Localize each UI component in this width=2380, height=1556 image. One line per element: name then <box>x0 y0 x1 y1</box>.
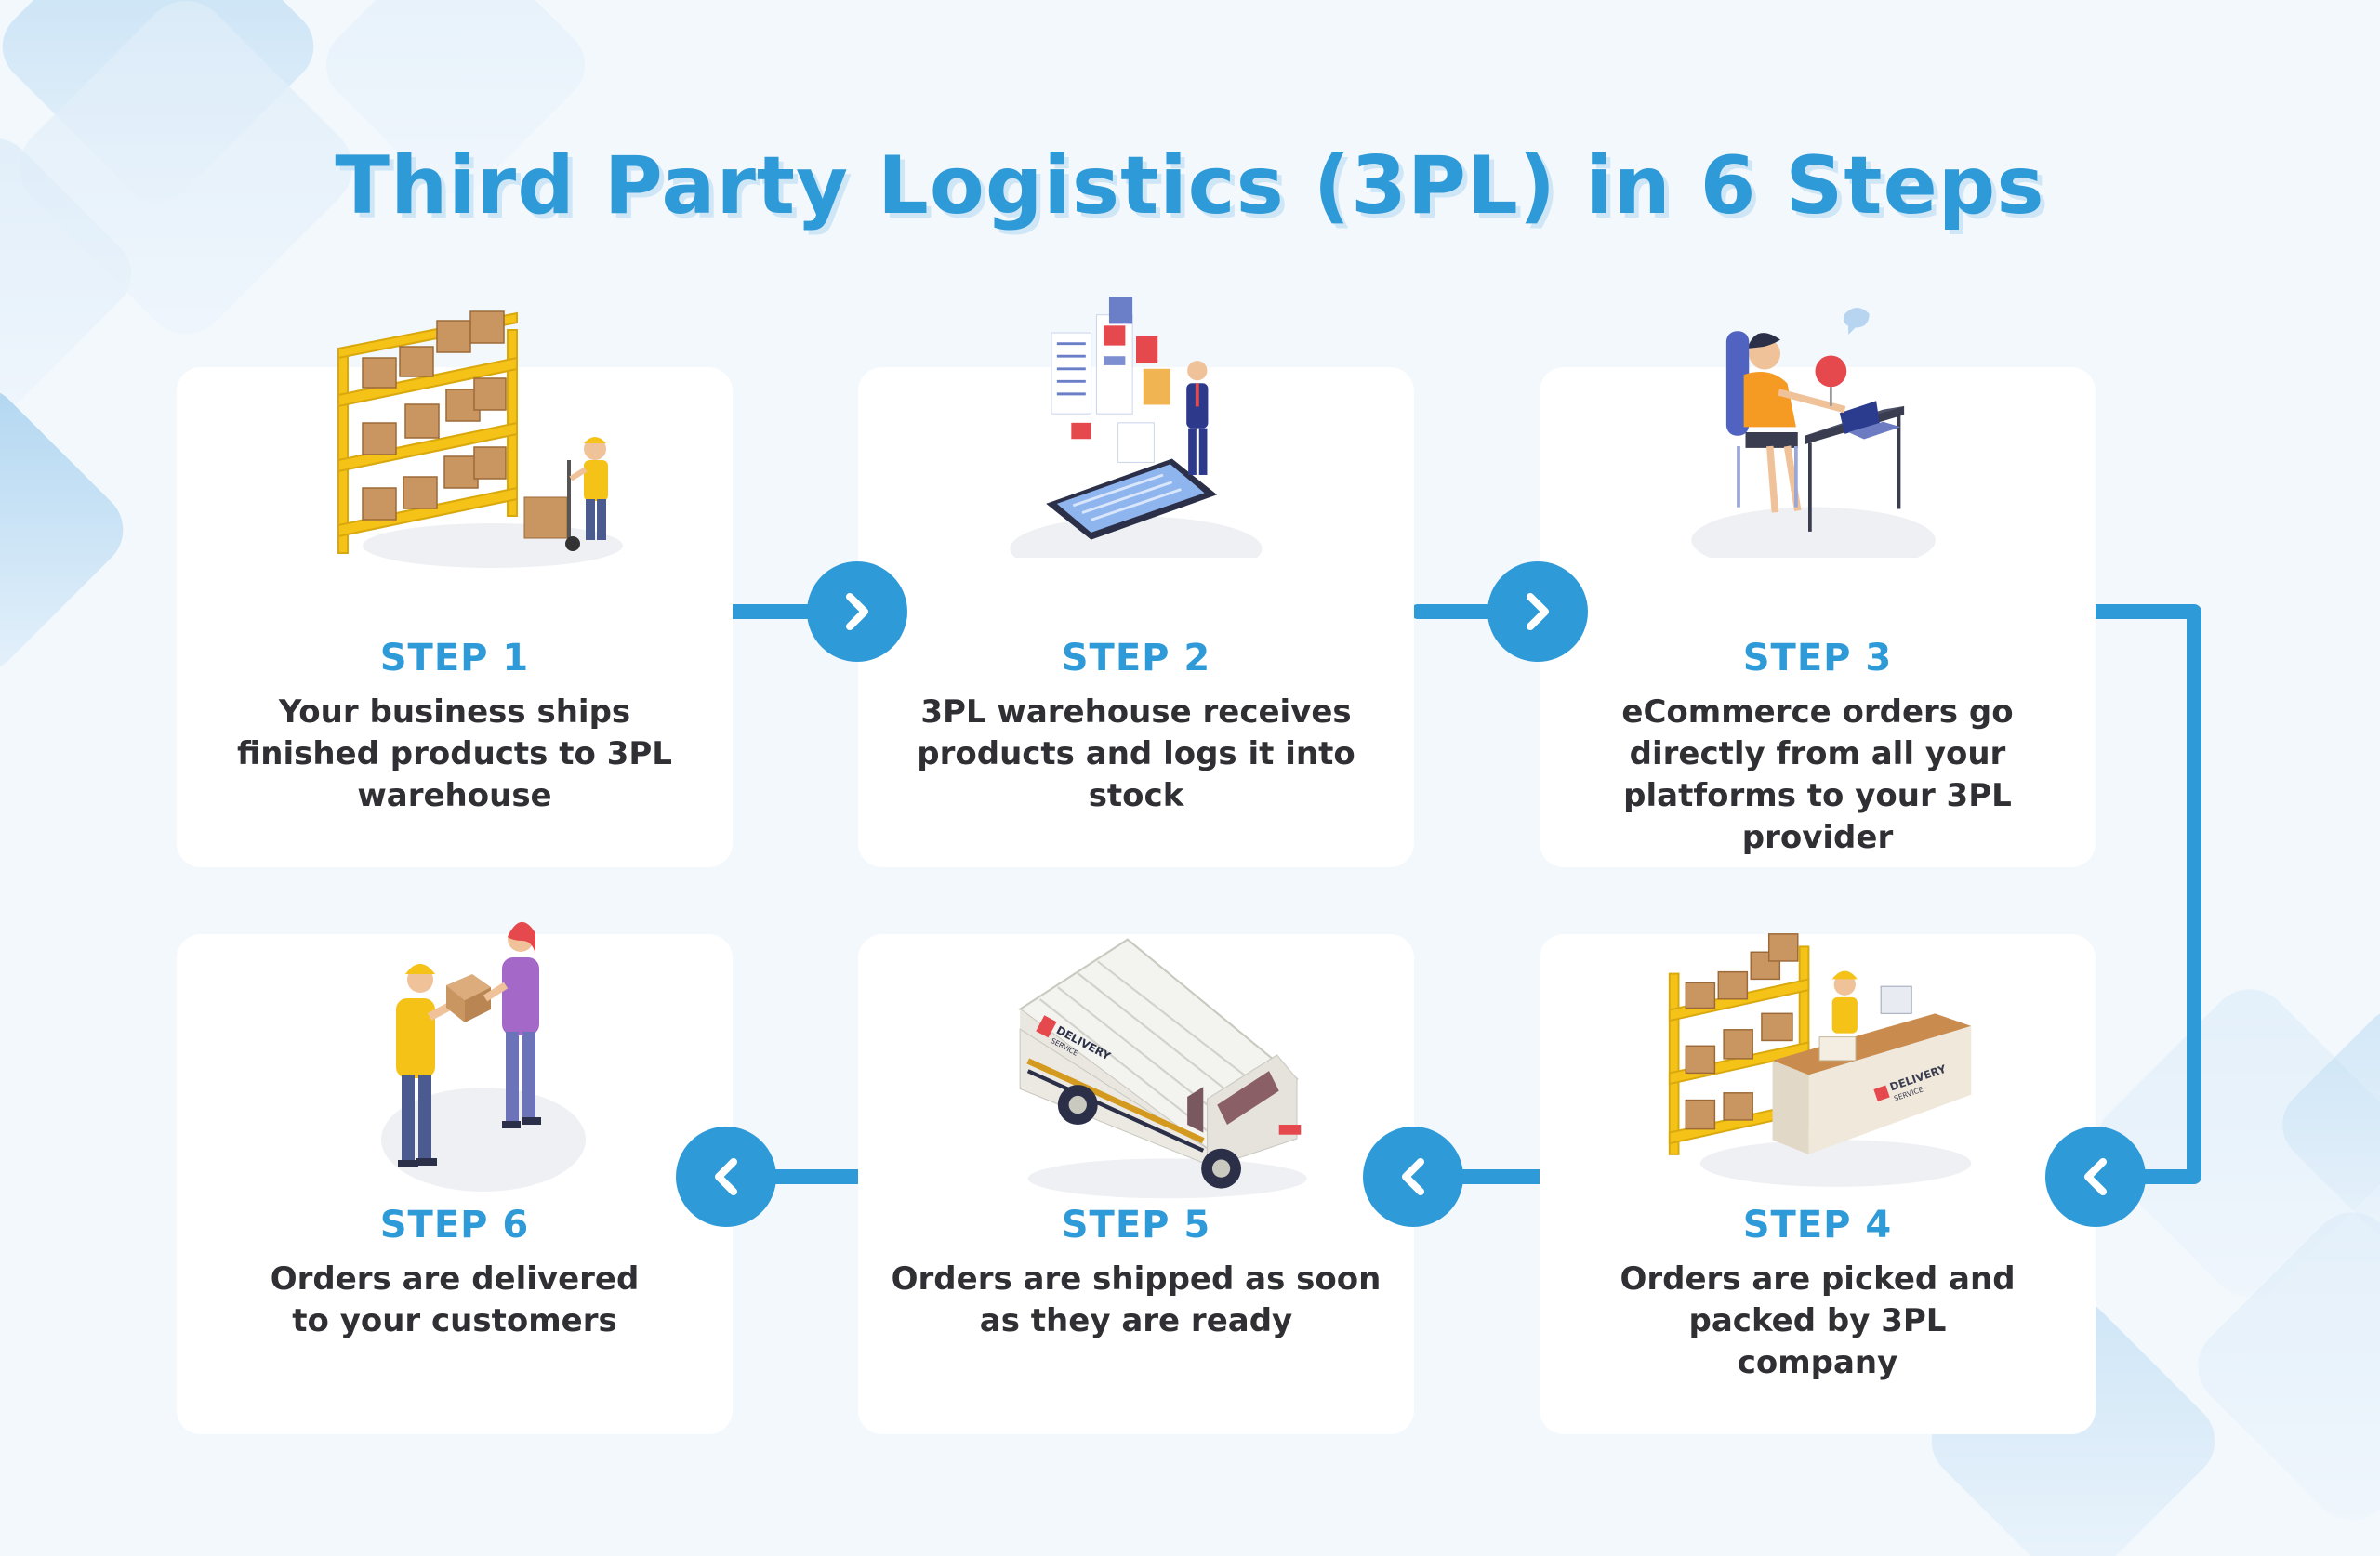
step-6-label: STEP 6 <box>379 1204 530 1246</box>
page-title: Third Party Logistics (3PL) in 6 Steps <box>335 139 2045 232</box>
courier-figure <box>396 964 464 1167</box>
packing-worker-figure <box>1831 970 1858 1034</box>
step-1-label: STEP 1 <box>379 637 530 679</box>
delivery-van-icon: DELIVERY SERVICE <box>1018 938 1307 1199</box>
step-card-1 <box>177 367 733 867</box>
prev-arrow-button-5[interactable] <box>1363 1127 1463 1227</box>
chevron-left-icon <box>1402 1158 1424 1195</box>
step-4-description: Orders are picked and packed by 3PL comp… <box>1620 1260 2016 1381</box>
step-1-description: Your business ships finished products to… <box>237 693 672 814</box>
step-6-description: Orders are delivered to your customers <box>270 1260 640 1339</box>
warehouse-shelves-worker-icon <box>337 310 623 568</box>
businessman-figure <box>1186 361 1209 475</box>
customer-figure <box>483 921 541 1128</box>
chevron-right-icon <box>1527 593 1549 630</box>
package-handover-icon <box>381 921 586 1192</box>
prev-arrow-button-6[interactable] <box>676 1127 776 1227</box>
step-5-description: Orders are shipped as soon as they are r… <box>891 1260 1382 1339</box>
step-card-3 <box>1540 367 2096 867</box>
step-3-label: STEP 3 <box>1742 637 1893 679</box>
chevron-left-icon <box>2084 1158 2107 1195</box>
step-2-label: STEP 2 <box>1061 637 1211 679</box>
person-at-laptop-icon <box>1691 307 1936 558</box>
chevron-right-icon <box>846 593 868 630</box>
chevron-left-icon <box>715 1158 737 1195</box>
next-arrow-button-2[interactable] <box>1488 561 1588 662</box>
prev-arrow-button-4[interactable] <box>2045 1127 2146 1227</box>
step-5-label: STEP 5 <box>1061 1204 1211 1246</box>
packing-desk-worker-icon: DELIVERY SERVICE <box>1668 933 1972 1187</box>
phone-inventory-log-icon <box>1010 297 1263 558</box>
step-2-description: 3PL warehouse receives products and logs… <box>917 693 1355 814</box>
step-4-label: STEP 4 <box>1742 1204 1893 1246</box>
step-3-description: eCommerce orders go directly from all yo… <box>1621 693 2014 856</box>
next-arrow-button-1[interactable] <box>807 561 907 662</box>
worker-figure <box>523 437 608 551</box>
